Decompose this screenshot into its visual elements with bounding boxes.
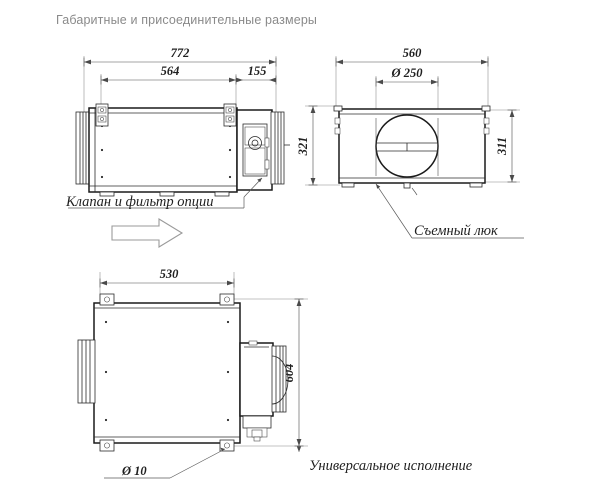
dimension-diameter-250: Ø 250 [375, 66, 439, 87]
top-view-fastener-dots [104, 320, 230, 422]
side-view-left-bracket [95, 103, 109, 127]
dimension-label-overall-width: 560 [403, 46, 423, 60]
dimension-564: 564 [100, 64, 237, 85]
dimension-label-overall-height: 321 [296, 137, 310, 157]
top-view-left-spigot [77, 339, 96, 404]
dimension-label-duct-diameter: Ø 250 [391, 66, 424, 80]
dimension-label-module-length: 155 [248, 64, 267, 78]
flow-direction-arrow [111, 218, 184, 248]
front-view-brackets [333, 105, 491, 135]
annotation-removable-hatch: Съемный люк [414, 223, 498, 239]
side-view-body [88, 107, 238, 193]
top-view-body [93, 302, 241, 444]
dimension-530: 530 [99, 267, 235, 288]
side-view-left-spigot [75, 111, 91, 185]
top-view-mounting-lugs [99, 293, 235, 452]
dimension-772: 772 [83, 46, 277, 67]
dimension-label-hole-diameter: Ø 10 [121, 464, 147, 478]
top-view-electrical-box [242, 415, 272, 442]
front-view-removable-hatch [375, 114, 439, 178]
side-view-callout-valve-filter: Клапан и фильтр опции [65, 177, 263, 210]
top-view-callout-universal: Универсальное исполнение [296, 446, 473, 474]
dimension-label-inner-length: 564 [161, 64, 180, 78]
dimension-label-overall-length: 772 [171, 46, 190, 60]
top-view-callout-hole-diameter: Ø 10 [104, 447, 226, 479]
front-view-feet [341, 182, 483, 189]
dimension-label-top-width: 530 [160, 267, 180, 281]
dimension-311: 311 [495, 109, 517, 183]
side-view-feet [99, 191, 230, 197]
side-view-valve-filter-module [236, 109, 290, 191]
front-view: 560 Ø 250 321 [296, 46, 524, 239]
dimension-560: 560 [335, 46, 489, 67]
page-title: Габаритные и присоединительные размеры [56, 13, 318, 27]
annotation-universal-design: Универсальное исполнение [309, 458, 473, 474]
annotation-valve-filter-option: Клапан и фильтр опции [65, 194, 213, 210]
side-view-right-bracket [223, 103, 237, 127]
dimension-155: 155 [236, 64, 277, 85]
dimension-321: 321 [296, 105, 318, 186]
top-view-fan-housing [239, 340, 289, 417]
front-view-callout-hatch: Съемный люк [375, 183, 524, 239]
side-view: 772 564 155 [65, 46, 290, 248]
dimension-label-body-height: 311 [495, 137, 509, 156]
top-view: 530 604 [77, 267, 473, 479]
